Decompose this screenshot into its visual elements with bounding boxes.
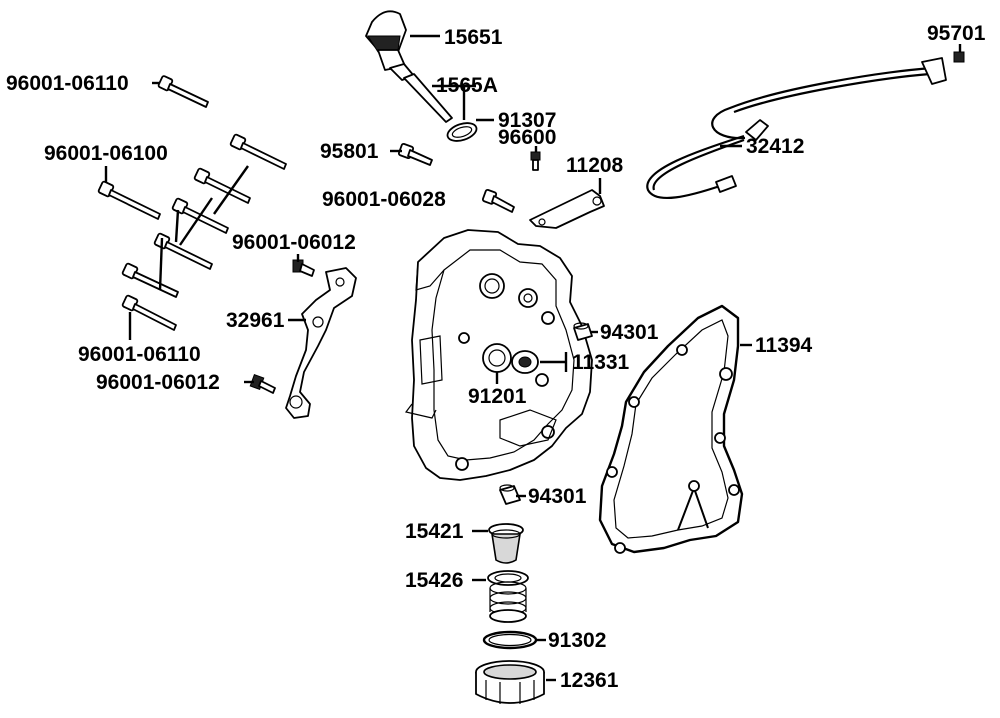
label-96001-06110-bottom: 96001-06110 [78, 343, 201, 366]
label-96001-06012-top: 96001-06012 [232, 231, 356, 254]
dowel-pin-94301-top [573, 322, 593, 341]
dipstick-15651 [365, 10, 453, 123]
label-91307: 91307 [498, 109, 556, 132]
drain-cap-12361 [475, 660, 545, 704]
leader-06100-c [158, 237, 164, 291]
bolt-96001-06012-bottom [249, 374, 276, 394]
oil-seal-11331 [511, 350, 539, 374]
label-32412: 32412 [746, 135, 804, 158]
label-91302: 91302 [548, 629, 606, 652]
label-15421: 15421 [405, 520, 464, 543]
bolt-96001-06012-top [292, 259, 315, 277]
cable-32412 [646, 57, 947, 200]
bracket-11208 [529, 189, 605, 229]
label-15651: 15651 [444, 26, 503, 49]
label-12361: 12361 [560, 669, 619, 692]
label-1565A: 1565A [436, 74, 498, 97]
dowel-pin-94301-bottom [499, 484, 521, 505]
label-96600: 96600 [498, 126, 556, 149]
label-96001-06028: 96001-06028 [322, 188, 446, 211]
bolt-95701 [953, 51, 965, 63]
o-ring-91307 [446, 122, 478, 142]
label-91201: 91201 [468, 385, 527, 408]
gasket-11394 [598, 304, 744, 554]
crankcase-cover [404, 229, 593, 481]
label-95701: 95701 [927, 22, 986, 45]
leader-06100-a [213, 165, 249, 215]
oil-strainer-15421 [488, 523, 524, 564]
label-15426: 15426 [405, 569, 463, 592]
screw-96600 [530, 151, 541, 171]
label-11394: 11394 [755, 334, 813, 357]
leader-06100-b [179, 197, 213, 246]
label-95801: 95801 [320, 140, 379, 163]
bolt-group-left [97, 75, 287, 331]
bracket-32961 [285, 267, 357, 419]
label-32961: 32961 [226, 309, 285, 332]
o-ring-91302 [482, 630, 538, 650]
bolt-96001-06028 [481, 188, 515, 213]
label-94301-top: 94301 [600, 321, 659, 344]
label-94301-bottom: 94301 [528, 485, 587, 508]
label-96001-06110-top: 96001-06110 [6, 72, 129, 95]
leader-06100-d [174, 209, 180, 243]
spring-15426 [487, 570, 529, 623]
label-11208: 11208 [566, 154, 624, 177]
label-11331: 11331 [572, 351, 630, 374]
bolt-95801 [397, 142, 433, 166]
label-96001-06100: 96001-06100 [44, 142, 168, 165]
label-96001-06012-bottom: 96001-06012 [96, 371, 220, 394]
